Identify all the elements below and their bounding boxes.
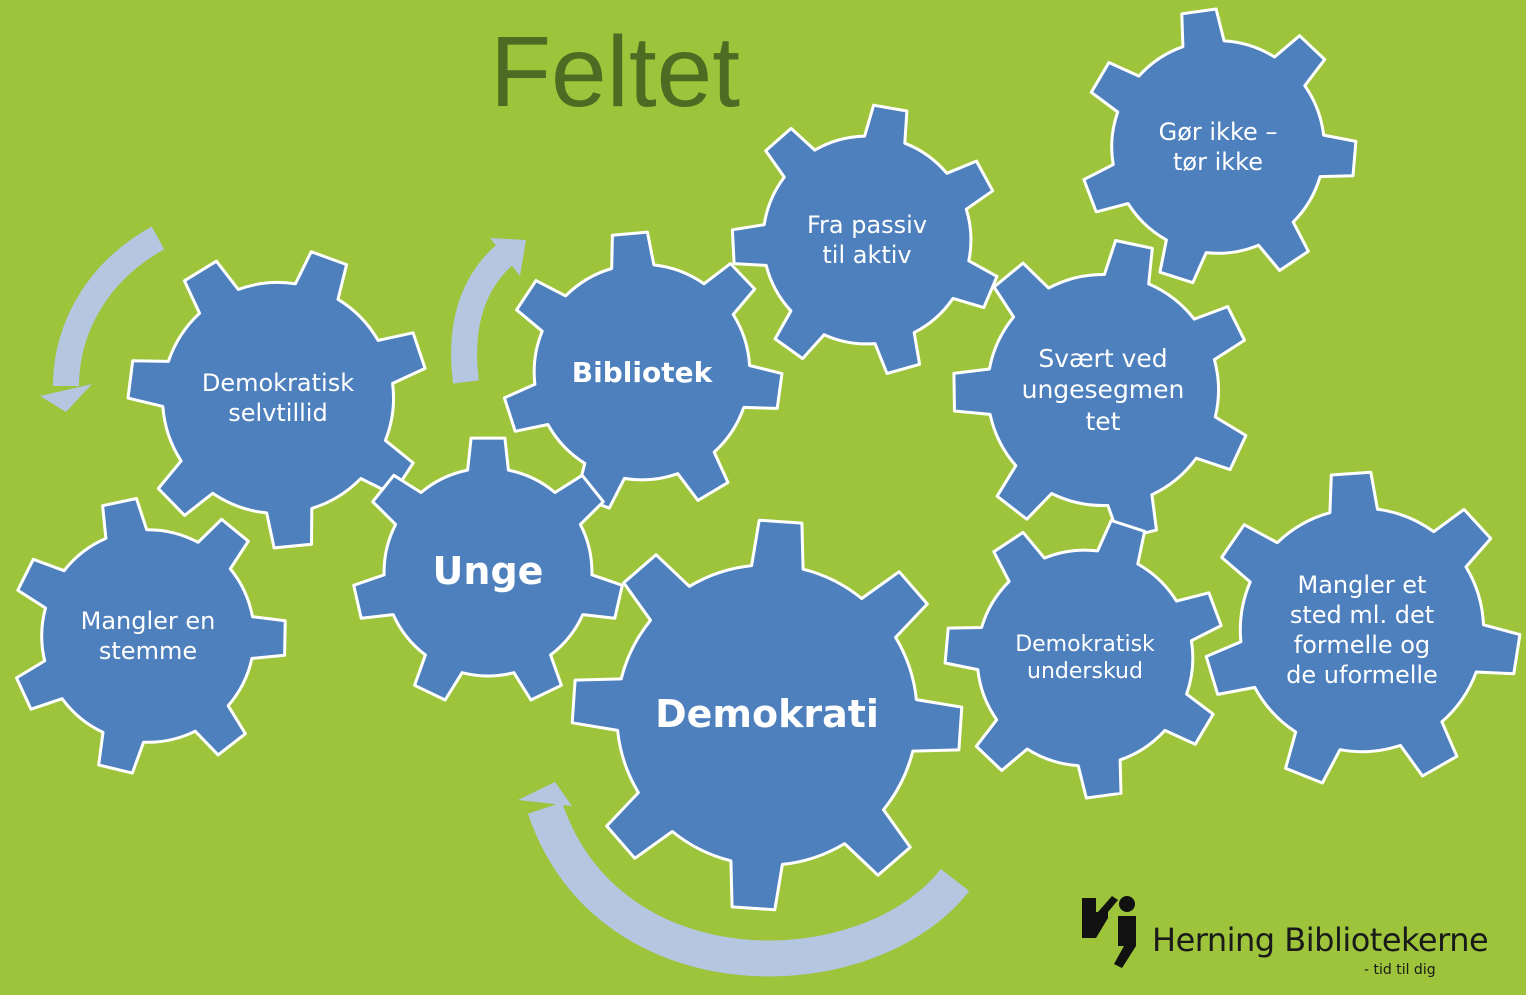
gear-label-bibliotek: Bibliotek [557, 342, 727, 402]
gear-demokratisk-underskud [943, 519, 1223, 800]
gear-label-line: Fra passiv [806, 211, 928, 239]
gear-unge [352, 436, 624, 702]
gear-label-gor-ikke: Gør ikke –tør ikke [1138, 102, 1298, 192]
gear-label-unge: Unge [408, 542, 568, 602]
gear-label-line: Demokratisk [1015, 631, 1155, 657]
gear-label-line: til aktiv [822, 241, 912, 269]
quote-mark-icon [1082, 896, 1136, 968]
gear-label-demokrati: Demokrati [647, 680, 887, 750]
gear-label-line: sted ml. det [1289, 601, 1435, 629]
gear-bibliotek [502, 230, 784, 510]
curved-arrow-icon [518, 782, 970, 977]
logo-tagline: - tid til dig [1364, 962, 1436, 978]
logo-name: Herning Bibliotekerne [1152, 921, 1489, 959]
gear-demokrati [570, 518, 964, 912]
gear-label-line: de uformelle [1286, 661, 1438, 689]
gear-label-line: Svært ved [1038, 344, 1168, 374]
gear-gor-ikke [1082, 7, 1358, 285]
gear-svaert-ved [952, 239, 1248, 541]
gear-mangler-et-sted [1204, 470, 1522, 785]
gear-label-line: underskud [1027, 659, 1143, 684]
gear-mangler-en-stemme [15, 497, 287, 775]
gear-label-line: formelle og [1293, 631, 1431, 659]
gear-label-line: tør ikke [1173, 148, 1263, 176]
gear-label-line: Mangler et [1297, 571, 1427, 599]
gear-label-line: Demokratisk [201, 369, 355, 397]
gear-fra-passiv [730, 103, 999, 375]
curved-arrow-icon [40, 226, 165, 412]
gear-demokratisk-selvtillid [126, 250, 427, 550]
page-title: Feltet [489, 16, 741, 128]
gear-label-line: Demokrati [655, 692, 879, 737]
gear-label-line: Mangler en [80, 607, 216, 635]
gear-label-line: ungesegmen [1021, 375, 1185, 405]
gear-label-line: Gør ikke – [1158, 118, 1278, 146]
gear-label-line: tet [1085, 406, 1121, 436]
curved-arrow-icon [451, 238, 526, 384]
gear-label-line: selvtillid [228, 399, 328, 427]
gear-label-line: stemme [98, 637, 198, 665]
gear-label-line: Bibliotek [571, 355, 713, 389]
gear-label-line: Unge [432, 549, 544, 594]
